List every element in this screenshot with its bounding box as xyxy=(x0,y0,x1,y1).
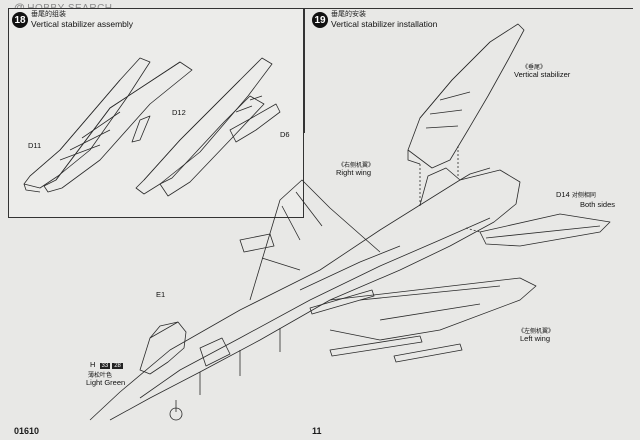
d14-note-en: Both sides xyxy=(580,200,616,209)
step-19-panel xyxy=(304,8,633,133)
paint-h-name-cn: 薄松叶色 xyxy=(88,373,113,379)
paint-code-1: 33 xyxy=(99,363,111,369)
step-18-title-cn: 垂尾的组装 xyxy=(31,11,66,18)
part-label-d6: D6 xyxy=(280,130,290,139)
part-label-e1: E1 xyxy=(156,290,166,299)
part-label-d12: D12 xyxy=(172,108,186,117)
paint-h-part: H xyxy=(90,360,96,369)
step-19-header: 19 垂尾的安装 Vertical stabilizer installatio… xyxy=(312,10,437,30)
d14-part: D14 xyxy=(556,190,570,199)
product-code: 01610 xyxy=(14,426,40,436)
step-18-title-en: Vertical stabilizer assembly xyxy=(31,19,134,29)
aircraft-fuselage-drawing xyxy=(89,167,611,421)
step-18-header: 18 垂尾的组装 Vertical stabilizer assembly xyxy=(12,10,133,30)
stabilizer-left-pair-drawing xyxy=(23,57,193,193)
part-label-d11: D11 xyxy=(28,141,42,150)
part-label-d14: D14 对侧相同 xyxy=(556,190,596,199)
paint-h-name-en: Light Green xyxy=(86,378,126,387)
vertical-stabilizer-drawing xyxy=(407,23,525,208)
step-18-number: 18 xyxy=(12,12,28,28)
stabilizer-right-pair-drawing xyxy=(135,57,281,197)
left-wing-label-en: Left wing xyxy=(520,334,551,343)
right-wing-label-en: Right wing xyxy=(336,168,372,177)
d14-note-cn: 对侧相同 xyxy=(571,193,596,199)
right-wing-label-cn: 《右侧机翼》 xyxy=(338,163,375,169)
step-19-title-cn: 垂尾的安装 xyxy=(331,11,366,18)
page-footer: 01610 11 xyxy=(0,420,640,440)
step-19-title-en: Vertical stabilizer installation xyxy=(331,19,438,29)
vstab-label-cn: 《垂尾》 xyxy=(522,65,547,71)
left-wing-label-cn: 《左侧机翼》 xyxy=(518,329,555,335)
step-19-number: 19 xyxy=(312,12,328,28)
paint-code-2: 28 xyxy=(112,363,123,369)
page-number: 11 xyxy=(312,426,322,436)
vstab-label-en: Vertical stabilizer xyxy=(514,70,571,79)
step-18-panel xyxy=(8,8,304,218)
